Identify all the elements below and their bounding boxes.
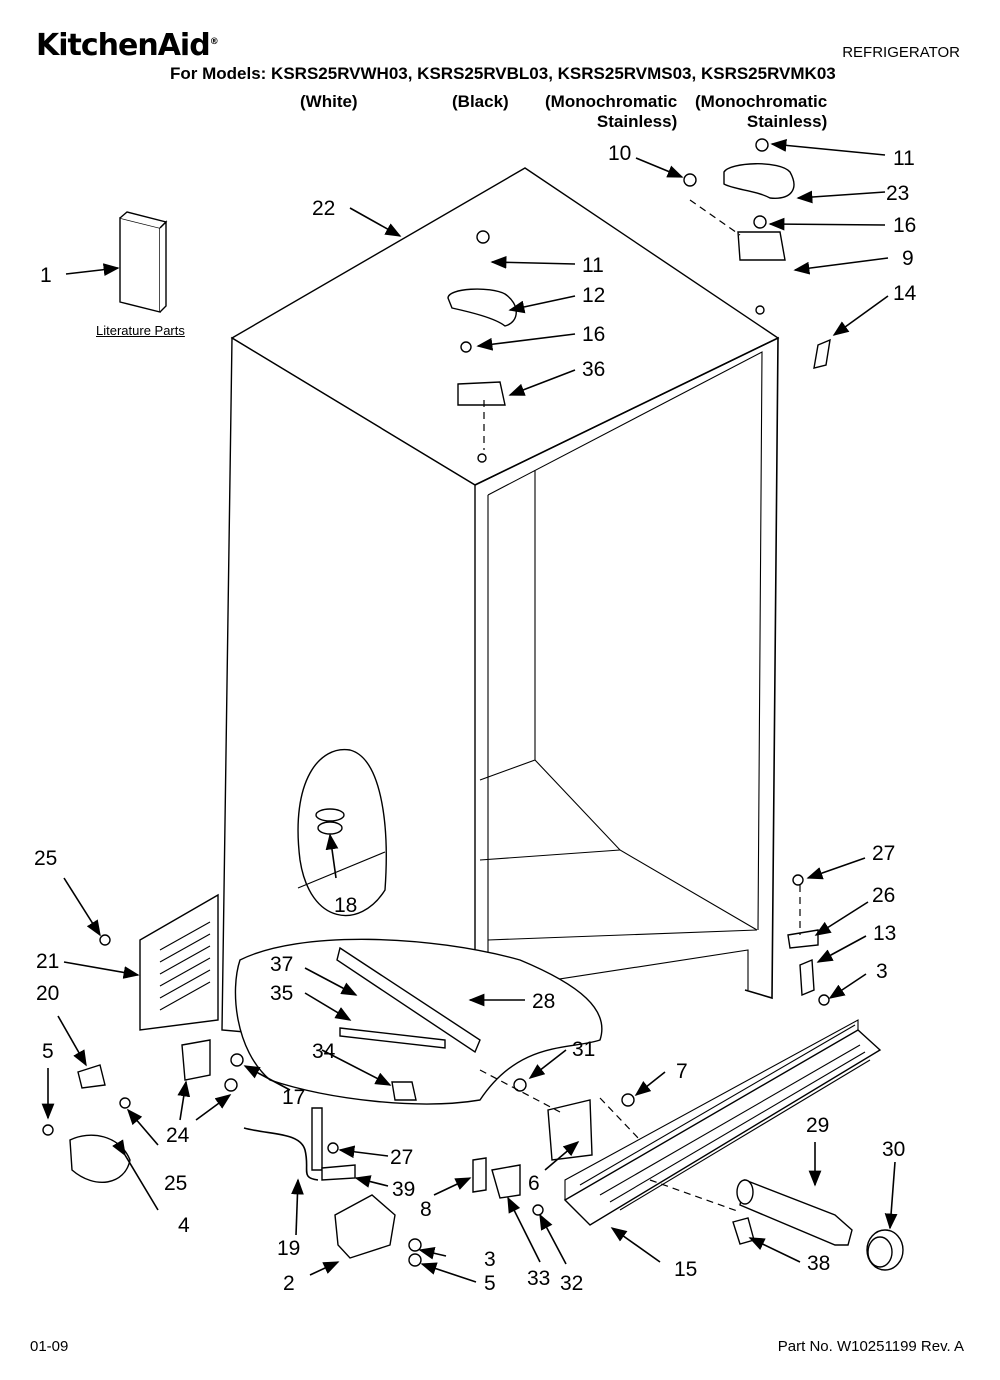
small-parts: [42, 874, 830, 1267]
callout-30: 30: [882, 1138, 905, 1161]
variant-line1: (Monochromatic: [545, 92, 678, 111]
variant-line2: Stainless): [746, 112, 828, 131]
callout-labels: 1 2 3 3 4 5 5 6 7 8 9 10 11 11 12 13 14 …: [34, 142, 917, 1295]
callout-34: 34: [312, 1040, 336, 1063]
callout-14: 14: [893, 282, 917, 305]
callout-6: 6: [528, 1172, 540, 1195]
callout-3: 3: [484, 1248, 496, 1271]
rear-grille: [139, 893, 219, 1031]
callout-38: 38: [807, 1252, 830, 1275]
literature-booklet: [119, 211, 168, 313]
callout-9: 9: [902, 247, 914, 270]
callout-39: 39: [392, 1178, 415, 1201]
callout-25: 25: [34, 847, 57, 870]
callout-10: 10: [608, 142, 631, 165]
callout-23: 23: [886, 182, 909, 205]
variant-line1: (Monochromatic: [695, 92, 828, 111]
models-line: For Models: KSRS25RVWH03, KSRS25RVBL03, …: [170, 64, 836, 83]
callout-33: 33: [527, 1267, 550, 1290]
callout-12: 12: [582, 284, 605, 307]
variant-black: (Black): [452, 92, 509, 112]
callout-8: 8: [420, 1198, 432, 1221]
callout-4: 4: [178, 1214, 190, 1237]
callout-15: 15: [674, 1258, 697, 1281]
brand-name: KitchenAid: [36, 28, 211, 63]
callout-1: 1: [40, 264, 52, 287]
callout-20: 20: [36, 982, 59, 1005]
toe-grille: [563, 1019, 882, 1226]
brand-registered-mark: ®: [209, 37, 219, 47]
callout-5: 5: [484, 1272, 496, 1295]
callout-22: 22: [312, 197, 335, 220]
filter-cap: [866, 1229, 904, 1271]
callout-28: 28: [532, 990, 555, 1013]
callout-2: 2: [283, 1272, 295, 1295]
callout-7: 7: [676, 1060, 688, 1083]
top-hinge-left: [447, 230, 517, 463]
variant-white: (White): [300, 92, 358, 112]
variant-line1: (White): [300, 92, 358, 111]
callout-17: 17: [282, 1086, 305, 1109]
callout-18: 18: [334, 894, 357, 917]
callout-11: 11: [582, 254, 604, 277]
leader-lines: [41, 139, 898, 1283]
callout-3: 3: [876, 960, 888, 983]
variant-monochromatic-stainless-1: (Monochromatic Stainless): [545, 92, 677, 132]
callout-24: 24: [166, 1124, 190, 1147]
variant-line2: Stainless): [596, 112, 678, 131]
callout-19: 19: [277, 1237, 300, 1260]
footer-date: 01-09: [30, 1338, 69, 1355]
callout-26: 26: [872, 884, 895, 907]
brand-logo: KitchenAid®: [36, 28, 219, 63]
variant-monochromatic-stainless-2: (Monochromatic Stainless): [695, 92, 827, 132]
callout-36: 36: [582, 358, 605, 381]
literature-parts-label: Literature Parts: [96, 323, 185, 338]
callout-37: 37: [270, 953, 293, 976]
callout-31: 31: [572, 1038, 595, 1061]
callout-5: 5: [42, 1040, 54, 1063]
leveling-leg-detail: [297, 748, 387, 917]
callout-25: 25: [164, 1172, 187, 1195]
document-type: REFRIGERATOR: [842, 44, 960, 61]
callout-11: 11: [893, 147, 915, 170]
callout-13: 13: [873, 922, 896, 945]
callout-16: 16: [893, 214, 916, 237]
callout-27: 27: [872, 842, 895, 865]
footer-part-number: Part No. W10251199 Rev. A: [777, 1338, 964, 1355]
water-filter: [732, 1179, 853, 1246]
callout-29: 29: [806, 1114, 829, 1137]
callout-16: 16: [582, 323, 605, 346]
callout-21: 21: [36, 950, 59, 973]
callout-35: 35: [270, 982, 293, 1005]
assembly-guides: [479, 199, 801, 1213]
variant-line1: (Black): [452, 92, 509, 111]
callout-32: 32: [560, 1272, 583, 1295]
callout-27: 27: [390, 1146, 413, 1169]
top-hinge-right: [683, 138, 831, 369]
